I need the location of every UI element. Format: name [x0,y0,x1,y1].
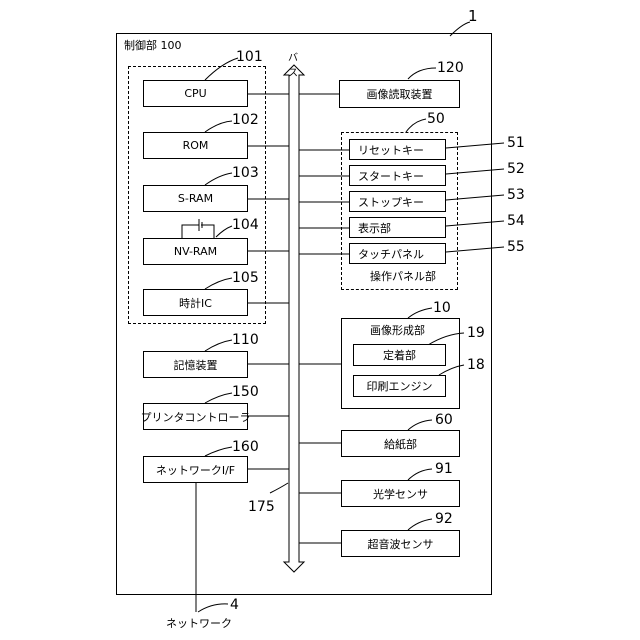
ref-101: 101 [236,50,263,64]
ref-55: 55 [507,240,525,254]
touch-panel-block: タッチパネル [349,243,446,264]
ref-91: 91 [435,462,453,476]
ref-105: 105 [232,271,259,285]
battery-icon [195,217,207,233]
network-label: ネットワーク [166,618,232,629]
ref-60: 60 [435,413,453,427]
ref-52: 52 [507,162,525,176]
paper-feed-block: 給紙部 [341,430,460,457]
print-engine-block: 印刷エンジン [353,375,446,397]
storage-block: 記憶装置 [143,351,248,378]
printer-controller-block: プリンタコントローラ [143,403,248,430]
ref-53: 53 [507,188,525,202]
display-block: 表示部 [349,217,446,238]
start-key-block: スタートキー [349,165,446,186]
leader-4 [198,604,228,612]
optical-sensor-block: 光学センサ [341,480,460,507]
operation-panel-label: 操作パネル部 [370,271,436,282]
ref-160: 160 [232,440,259,454]
image-reader-block: 画像読取装置 [339,80,460,108]
ref-19: 19 [467,326,485,340]
ref-150: 150 [232,385,259,399]
ref-102: 102 [232,113,259,127]
ref-51: 51 [507,136,525,150]
stop-key-block: ストップキー [349,191,446,212]
rom-block: ROM [143,132,248,159]
ref-4: 4 [230,598,239,612]
ref-120: 120 [437,61,464,75]
ultrasonic-sensor-block: 超音波センサ [341,530,460,557]
bus-label: バス [288,49,302,79]
ref-104: 104 [232,218,259,232]
cpu-block: CPU [143,80,248,107]
network-if-block: ネットワークI/F [143,456,248,483]
sram-block: S-RAM [143,185,248,212]
image-forming-label: 画像形成部 [370,325,425,336]
ref-103: 103 [232,166,259,180]
ref-110: 110 [232,333,259,347]
control-unit-label: 制御部 100 [124,40,182,51]
ref-54: 54 [507,214,525,228]
ref-18: 18 [467,358,485,372]
ref-92: 92 [435,512,453,526]
reset-key-block: リセットキー [349,139,446,160]
ref-175: 175 [248,500,275,514]
ref-1: 1 [468,9,478,24]
ref-50: 50 [427,112,445,126]
nvram-block: NV-RAM [143,238,248,265]
ref-10: 10 [433,301,451,315]
clock-ic-block: 時計IC [143,289,248,316]
fixing-unit-block: 定着部 [353,344,446,366]
